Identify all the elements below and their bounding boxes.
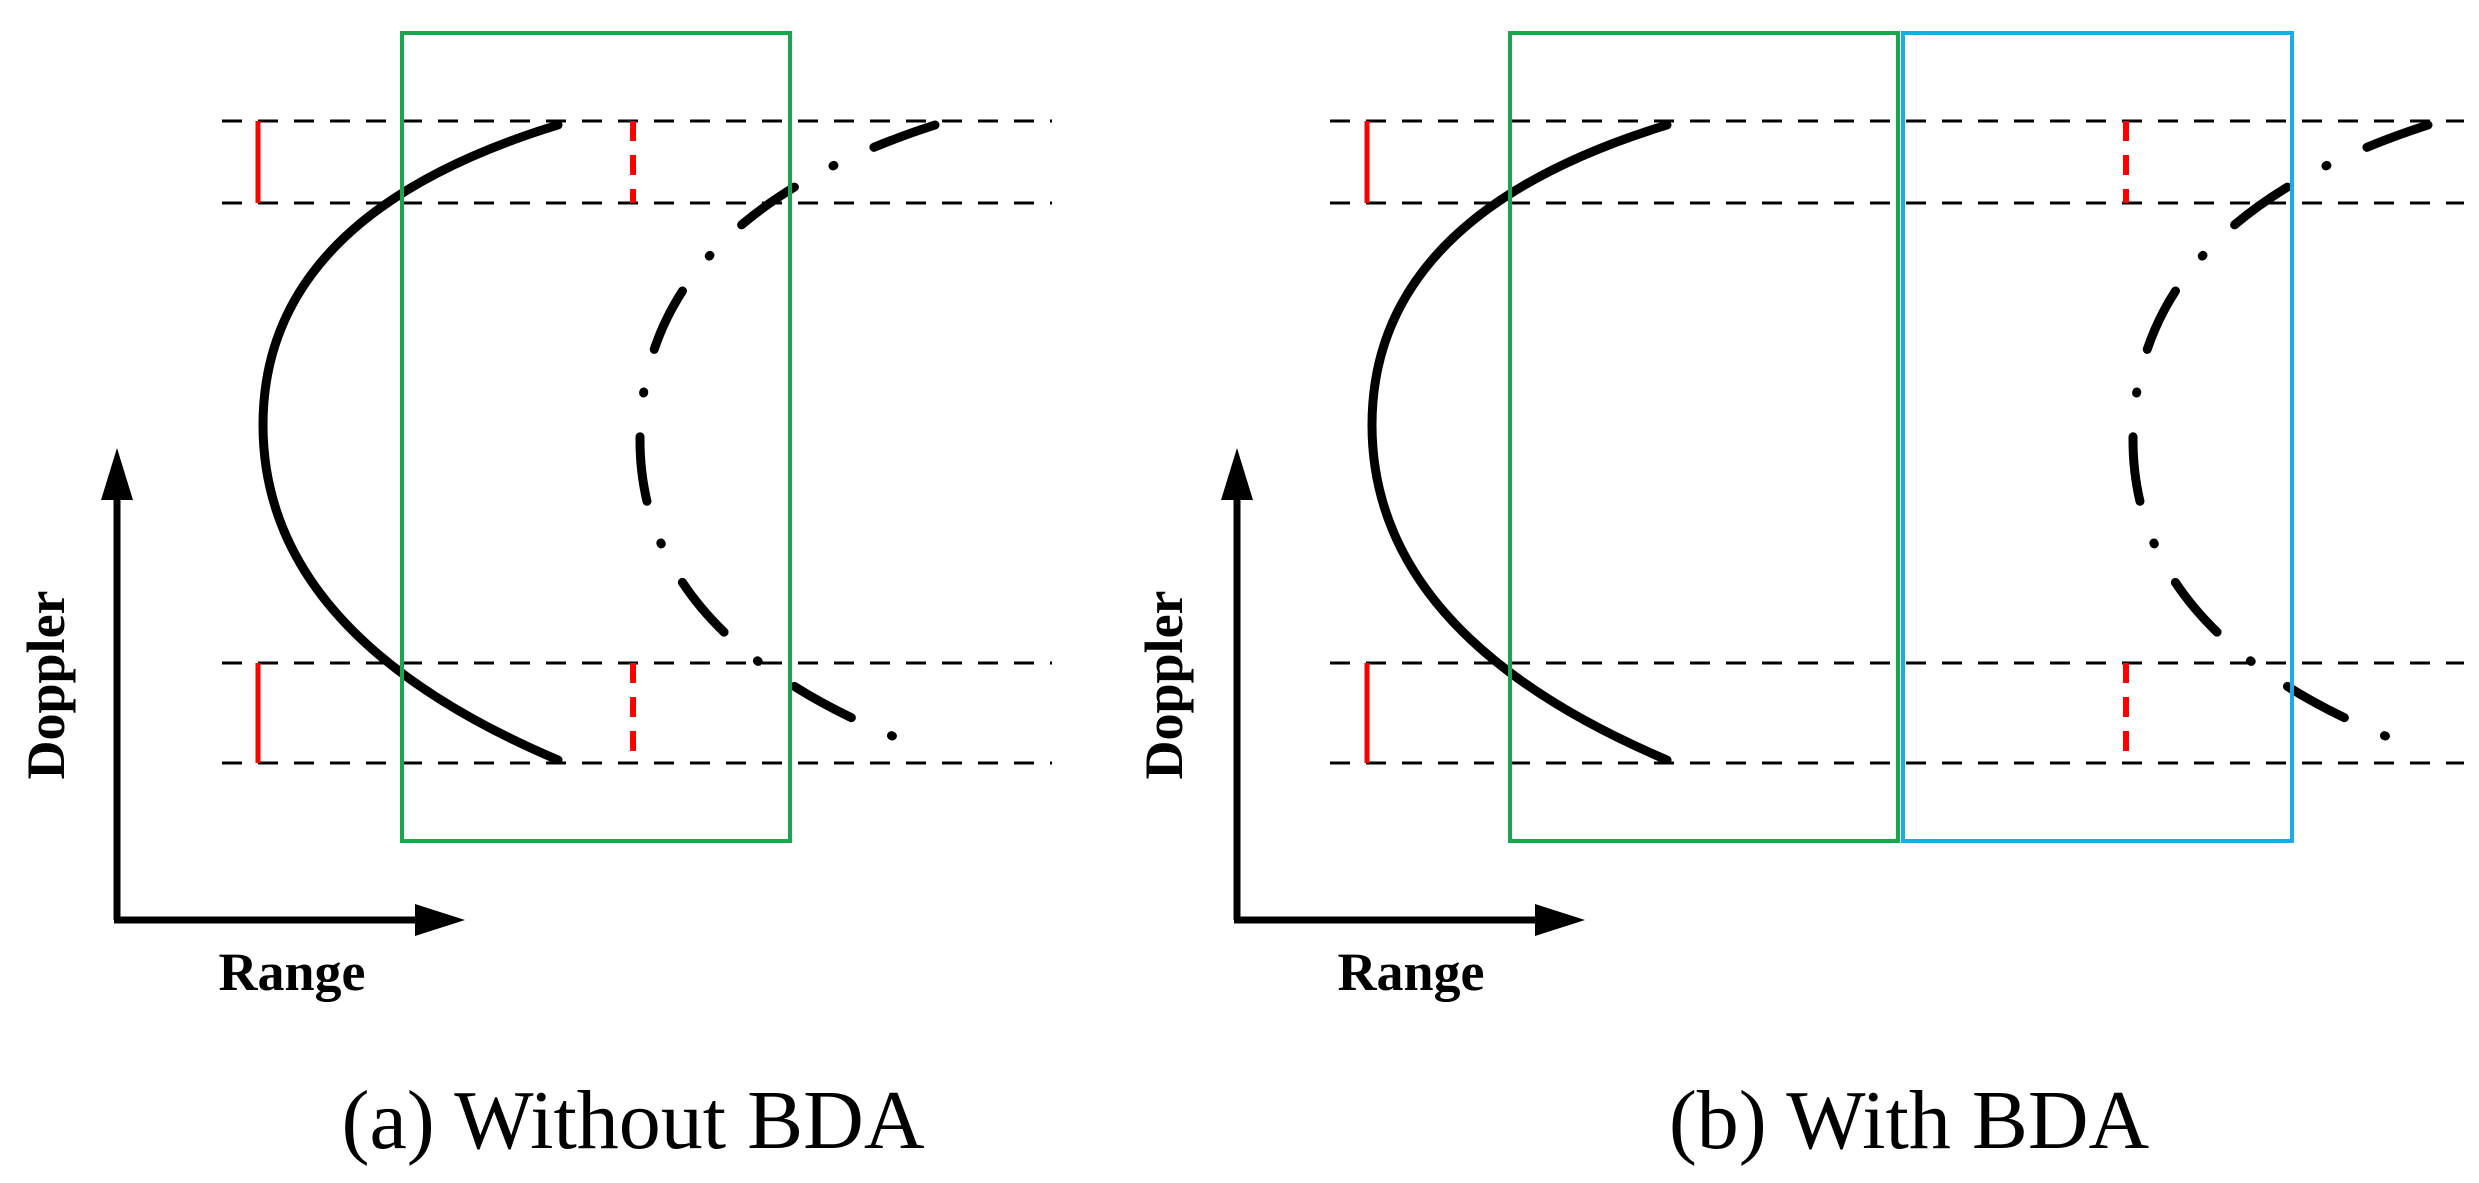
axis-label-doppler: Doppler bbox=[1134, 591, 1194, 780]
panel-b: Doppler Range (b) With BDA bbox=[1134, 31, 2464, 1167]
caption-b: (b) With BDA bbox=[1669, 1074, 2150, 1167]
range-arrow-icon bbox=[1535, 904, 1585, 936]
axis-label-range: Range bbox=[219, 942, 366, 1002]
hyperbola-dashdot bbox=[635, 120, 940, 750]
hyperbola-solid bbox=[1367, 120, 1672, 765]
processing-window-green bbox=[1508, 31, 1900, 843]
doppler-arrow-icon bbox=[1221, 448, 1253, 500]
processing-window-blue bbox=[1901, 31, 2294, 843]
processing-window-green bbox=[400, 31, 792, 843]
axis-label-range: Range bbox=[1338, 942, 1485, 1002]
doppler-arrow-icon bbox=[101, 448, 133, 500]
axis-label-doppler: Doppler bbox=[16, 591, 76, 780]
hyperbola-solid bbox=[258, 120, 563, 765]
caption-a: (a) Without BDA bbox=[342, 1074, 925, 1167]
range-arrow-icon bbox=[415, 904, 465, 936]
panel-a: Doppler Range (a) Without BDA bbox=[16, 31, 1052, 1167]
hyperbola-dashdot bbox=[2128, 120, 2433, 750]
